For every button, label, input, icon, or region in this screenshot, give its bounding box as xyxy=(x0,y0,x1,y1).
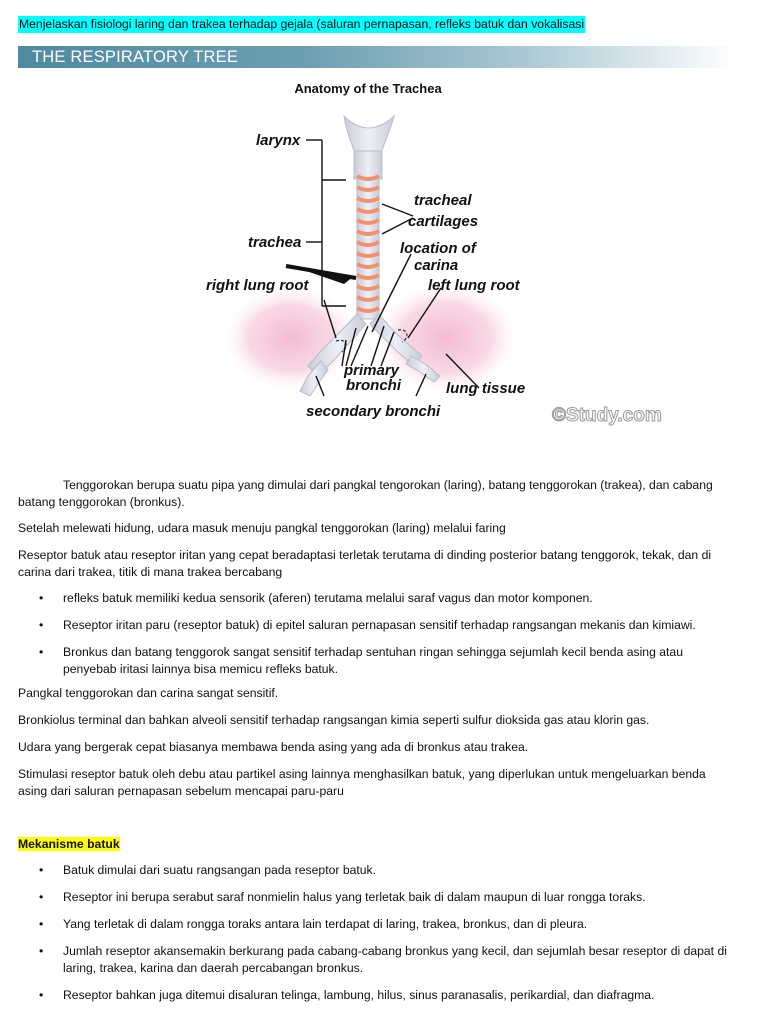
banner-title: THE RESPIRATORY TREE xyxy=(32,48,239,66)
paragraph-stimulasi: Stimulasi reseptor batuk oleh debu atau … xyxy=(18,767,706,798)
list-item-text: Reseptor ini berupa serabut saraf nonmie… xyxy=(63,890,646,904)
list-item-text: Bronkus dan batang tenggorok sangat sens… xyxy=(63,645,683,676)
label-location-of: location of xyxy=(400,240,478,257)
cartilage-ring xyxy=(356,251,380,258)
paragraph-reseptor-batuk: Reseptor batuk atau reseptor iritan yang… xyxy=(18,548,712,579)
list-item: • Jumlah reseptor akansemakin berkurang p… xyxy=(18,943,738,977)
cartilage-ring xyxy=(356,284,380,291)
label-primary: primary xyxy=(343,362,400,379)
label-carina: carina xyxy=(414,257,458,274)
cartilage-ring xyxy=(356,295,380,302)
left-lung-shape xyxy=(371,280,521,396)
list-item-text: Reseptor iritan paru (reseptor batuk) di… xyxy=(63,618,696,632)
intro-highlight: Menjelaskan fisiologi laring dan trakea … xyxy=(18,16,586,33)
list-item: • refleks batuk memiliki kedua sensorik (… xyxy=(18,590,738,607)
cartilage-ring xyxy=(356,196,380,203)
list-item: • Yang terletak di dalam rongga toraks an… xyxy=(18,916,738,933)
left-lung-root-ring xyxy=(397,329,408,343)
bullet-dot: • xyxy=(39,618,44,632)
leader-lines xyxy=(306,139,480,397)
tracheal-cartilage-rings xyxy=(356,174,380,313)
paragraph-carina-sensitif: Pangkal tenggorokan dan carina sangat se… xyxy=(18,686,279,700)
list-item-text: Jumlah reseptor akansemakin berkurang pa… xyxy=(63,944,727,975)
bullet-dot: • xyxy=(39,890,44,904)
section-heading: Mekanisme batuk xyxy=(18,836,120,853)
cartilage-ring xyxy=(356,229,380,236)
section-banner: THE RESPIRATORY TREE xyxy=(18,46,738,68)
label-larynx: larynx xyxy=(256,132,301,149)
cartilage-ring xyxy=(356,207,380,214)
left-secondary-bronchus-shape xyxy=(405,355,441,383)
bullet-dot: • xyxy=(39,988,44,1002)
label-right-lung-root: right lung root xyxy=(206,277,309,294)
cartilage-ring xyxy=(356,218,380,225)
heading-mekanisme-batuk: Mekanisme batuk xyxy=(18,837,120,851)
bullet-dot: • xyxy=(39,591,44,605)
list-item: • Batuk dimulai dari suatu rangsangan pa… xyxy=(18,862,738,879)
bullet-dot: • xyxy=(39,917,44,931)
list-item: • Bronkus dan batang tenggorok sangat sen… xyxy=(18,644,738,678)
bullet-list-mekanisme: • Batuk dimulai dari suatu rangsangan pa… xyxy=(18,862,738,1004)
cartilage-ring xyxy=(356,306,380,313)
arrow-shaft xyxy=(285,264,357,280)
list-item-text: Batuk dimulai dari suatu rangsangan pada… xyxy=(63,863,377,877)
trachea-figure: Anatomy of the Trachea xyxy=(196,76,736,436)
paragraph-faring: Setelah melewati hidung, udara masuk men… xyxy=(18,521,506,535)
label-secondary-bronchi: secondary bronchi xyxy=(306,403,441,420)
larynx-shape xyxy=(343,114,395,152)
trachea-diagram: Anatomy of the Trachea xyxy=(206,81,662,427)
cartilage-ring xyxy=(356,240,380,247)
label-cartilages: cartilages xyxy=(408,213,478,230)
list-item: • Reseptor iritan paru (reseptor batuk) d… xyxy=(18,617,738,634)
label-left-lung-root: left lung root xyxy=(428,277,521,294)
paragraph-bronkiolus: Bronkiolus terminal dan bahkan alveoli s… xyxy=(18,713,650,727)
label-bronchi: bronchi xyxy=(346,377,402,394)
bullet-list-refleks: • refleks batuk memiliki kedua sensorik (… xyxy=(18,590,738,678)
list-item: • Reseptor bahkan juga ditemui disaluran … xyxy=(18,987,738,1004)
paragraph-tenggorokan: Tenggorokan berupa suatu pipa yang dimul… xyxy=(18,478,713,509)
list-item-text: refleks batuk memiliki kedua sensorik (a… xyxy=(63,591,593,605)
cartilage-ring xyxy=(356,185,380,192)
bullet-dot: • xyxy=(39,863,44,877)
cartilage-ring xyxy=(356,262,380,269)
label-lung-tissue: lung tissue xyxy=(446,380,525,397)
list-item-text: Reseptor bahkan juga ditemui disaluran t… xyxy=(63,988,655,1002)
study-watermark: ©Study.com xyxy=(552,405,662,426)
bullet-dot: • xyxy=(39,645,44,659)
right-secondary-bronchus-shape xyxy=(299,360,329,397)
bullet-dot: • xyxy=(39,944,44,958)
cartilage-ring xyxy=(356,174,380,181)
list-item-text: Yang terletak di dalam rongga toraks ant… xyxy=(63,917,588,931)
cartilage-ring xyxy=(356,273,380,280)
paragraph-udara: Udara yang bergerak cepat biasanya memba… xyxy=(18,740,529,754)
larynx-lower-shape xyxy=(353,150,383,180)
label-tracheal: tracheal xyxy=(414,192,472,209)
figure-title: Anatomy of the Trachea xyxy=(294,81,442,96)
list-item: • Reseptor ini berupa serabut saraf nonm… xyxy=(18,889,738,906)
label-trachea: trachea xyxy=(248,234,301,251)
